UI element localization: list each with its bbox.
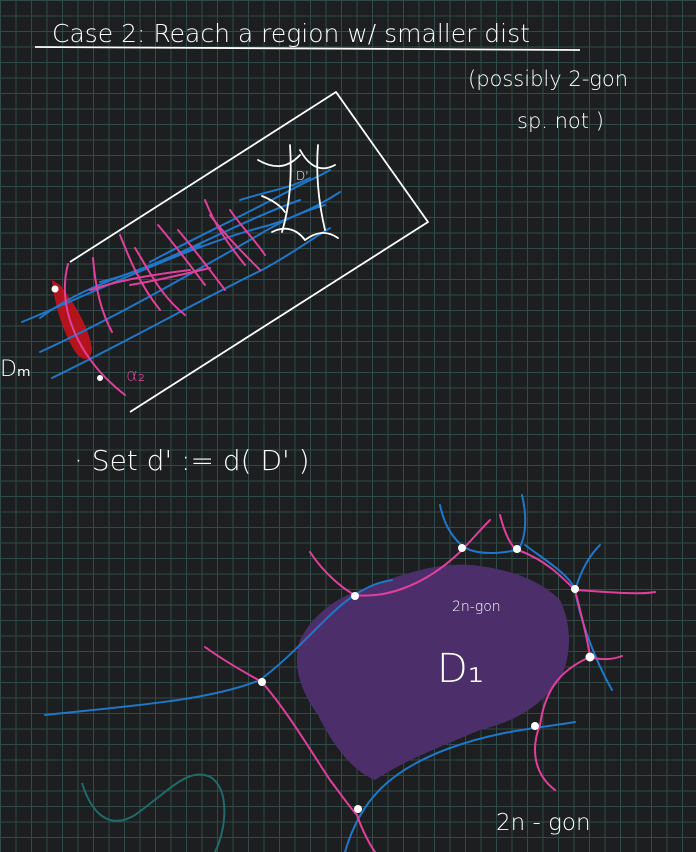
inner-2n-gon-label: 2n-gon <box>452 599 501 615</box>
vertex-point <box>513 545 521 553</box>
red-disk-dm <box>52 280 92 359</box>
heading-underline <box>34 46 581 51</box>
marked-point <box>97 375 103 381</box>
purple-region-d1 <box>296 564 569 780</box>
vertex-point <box>351 592 359 600</box>
vertex-point <box>571 585 579 593</box>
vertex-point <box>585 652 595 662</box>
alpha2-label: α₂ <box>126 365 145 386</box>
region-d-prime <box>257 144 339 241</box>
dm-label: Dₘ <box>0 357 31 382</box>
vertex-point <box>531 722 539 730</box>
pink-arcs <box>63 199 266 396</box>
teal-squiggle <box>81 773 226 852</box>
vertex-point <box>258 678 266 686</box>
top-figure: D' α₂ Dₘ <box>0 91 429 413</box>
vertex-dots <box>258 544 595 813</box>
marked-point <box>51 285 59 293</box>
vertex-point <box>354 805 362 813</box>
vertex-point <box>458 544 466 552</box>
outer-2n-gon-label: 2n - gon <box>496 810 591 836</box>
bottom-figure: 2n-gon D₁ 2n - gon <box>44 494 656 852</box>
side-note-line2: sp. not ) <box>517 109 604 133</box>
statement-text: · Set d' := d( D' ) <box>74 444 310 477</box>
d-prime-label: D' <box>296 169 309 183</box>
side-note-line1: (possibly 2-gon <box>468 67 628 91</box>
d1-label: D₁ <box>437 646 484 692</box>
heading-text: Case 2: Reach a region w/ smaller dist <box>52 19 530 48</box>
blue-arcs <box>21 169 341 379</box>
lens-rectangle <box>69 91 429 413</box>
